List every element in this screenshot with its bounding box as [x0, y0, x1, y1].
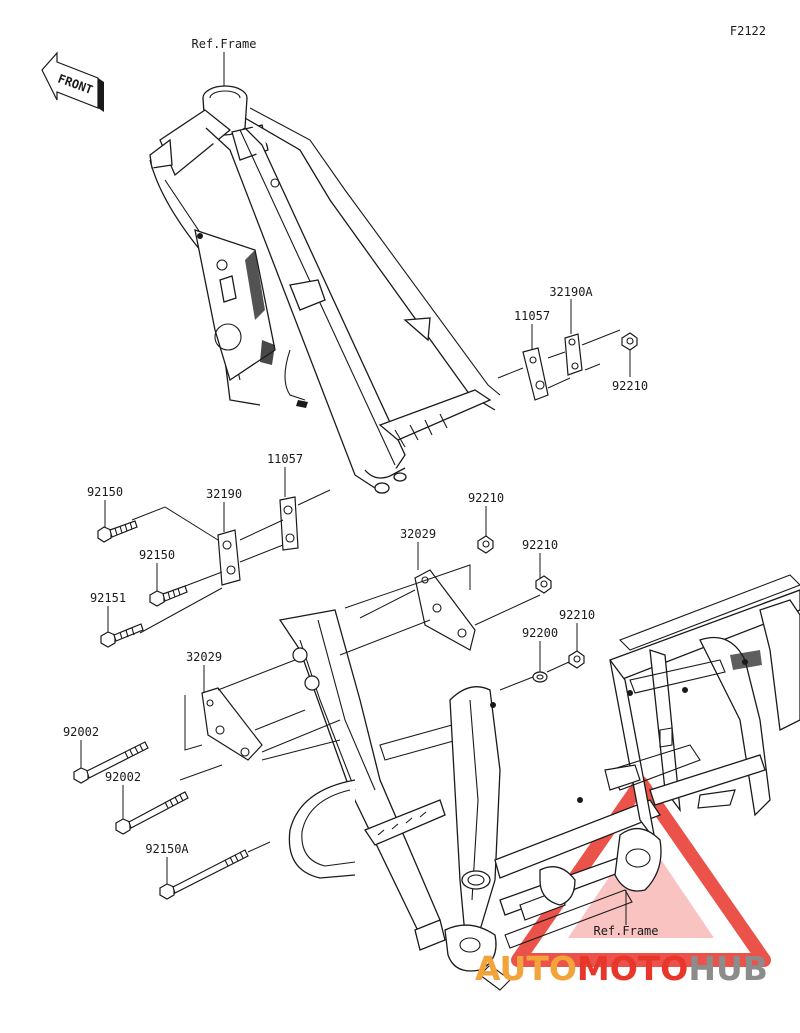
part-label-92151: 92151 [90, 591, 126, 605]
part-label-92002-b: 92002 [105, 770, 141, 784]
upper-bracket-set [497, 329, 638, 401]
part-label-92210-a: 92210 [612, 379, 648, 393]
watermark-auto: AUTO [475, 949, 577, 988]
part-label-32029-a: 32029 [400, 527, 436, 541]
leader-lines [80, 52, 631, 925]
bolt-92150-a-icon [97, 520, 138, 543]
part-label-92150-a: 92150 [87, 485, 123, 499]
lower-frame [278, 574, 800, 991]
bolt-92002-b-icon [115, 791, 189, 835]
watermark-moto: MOTO [577, 949, 688, 988]
part-label-11057-lower: 11057 [267, 452, 303, 466]
lower-left-bracket-set [73, 659, 341, 900]
bolt-92151-icon [100, 623, 144, 648]
part-label-11057-upper: 11057 [514, 309, 550, 323]
bolt-92150-b-icon [149, 585, 188, 607]
part-label-92210-d: 92210 [559, 608, 595, 622]
part-label-92150-b: 92150 [139, 548, 175, 562]
diagram-code: F2122 [730, 24, 766, 38]
upper-frame [149, 85, 501, 494]
ref-frame-label-bottom: Ref.Frame [593, 924, 658, 938]
part-label-92210-c: 92210 [522, 538, 558, 552]
middle-bracket-set [339, 535, 585, 691]
watermark-text: AUTOMOTOHUB [475, 949, 768, 988]
part-label-32190: 32190 [206, 487, 242, 501]
part-labels: F2122 Ref.Frame Ref.Frame 32190A 11057 9… [63, 24, 766, 938]
watermark-hub: HUB [688, 949, 768, 988]
bolt-92150A-icon [159, 841, 271, 900]
ref-frame-label-top: Ref.Frame [191, 37, 256, 51]
part-label-32190A: 32190A [549, 285, 593, 299]
part-label-92210-b: 92210 [468, 491, 504, 505]
front-marker-icon: FRONT [41, 51, 104, 112]
left-bracket-set [97, 489, 331, 648]
part-label-92200: 92200 [522, 626, 558, 640]
part-label-92150A: 92150A [145, 842, 189, 856]
part-label-32029-b: 32029 [186, 650, 222, 664]
part-label-92002-a: 92002 [63, 725, 99, 739]
